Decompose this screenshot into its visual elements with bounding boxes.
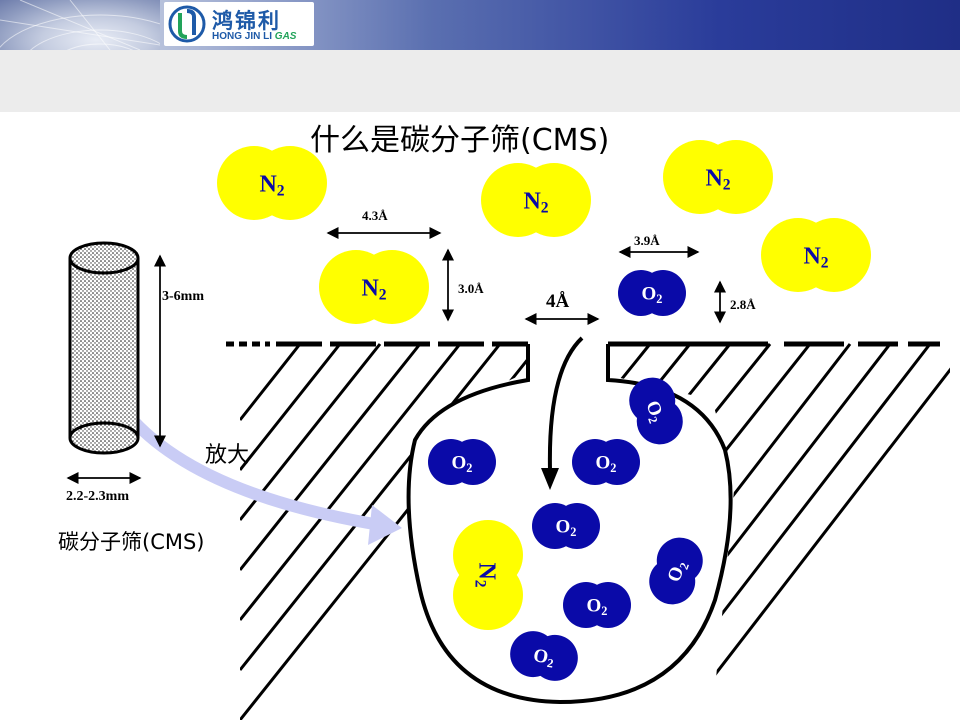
pore-width-label: 4Å — [546, 291, 570, 312]
logo-english-name: HONG JIN LI GAS — [212, 31, 296, 42]
n2-atom — [699, 140, 773, 214]
globe-graphic — [0, 0, 160, 50]
o2-formula-label: O2 — [596, 453, 617, 475]
n2-molecule: N2 — [663, 140, 773, 214]
n2-formula-label: N2 — [523, 188, 548, 216]
n2-formula-label: N2 — [471, 562, 499, 587]
magnify-arrow-head — [368, 505, 402, 545]
entry-arrow-shaft — [547, 336, 584, 471]
n2-atom — [453, 560, 523, 630]
o2-atom — [640, 270, 686, 316]
n2-atom — [517, 163, 591, 237]
o2-molecule: O2 — [428, 439, 496, 485]
o2-atom — [636, 398, 683, 445]
logo-gas-text: GAS — [274, 31, 297, 42]
n2-formula-label: N2 — [803, 243, 828, 271]
title-backdrop — [238, 112, 750, 152]
n2-molecule: N2 — [217, 146, 327, 220]
n2-molecule: N2 — [481, 163, 591, 237]
cms-pellet — [68, 241, 140, 455]
o2-molecule: O2 — [618, 270, 686, 316]
o2-width-label: 3.9Å — [634, 233, 660, 248]
o2-atom — [531, 634, 578, 681]
header-subbar — [0, 50, 960, 112]
company-logo-icon — [168, 5, 206, 43]
pellet-diameter-label: 2.2-2.3mm — [66, 489, 129, 504]
o2-atom — [450, 439, 496, 485]
globe-lines-icon — [0, 0, 160, 50]
logo-english-text: HONG JIN LI — [212, 31, 273, 42]
n2-formula-label: N2 — [361, 275, 386, 303]
o2-molecule: O2 — [532, 503, 600, 549]
o2-atom — [594, 439, 640, 485]
n2-molecule: N2 — [319, 250, 429, 324]
n2-molecule: N2 — [761, 218, 871, 292]
o2-atom — [585, 582, 631, 628]
o2-molecule: O2 — [629, 377, 683, 445]
n2-atom — [253, 146, 327, 220]
n2-formula-label: N2 — [259, 171, 284, 199]
o2-formula-label: O2 — [642, 284, 663, 306]
n2-molecule: N2 — [453, 520, 523, 630]
o2-formula-label: O2 — [556, 517, 577, 539]
o2-formula-label: O2 — [664, 558, 692, 585]
o2-atom — [554, 503, 600, 549]
header-banner: 鸿锦利 HONG JIN LI GAS — [0, 0, 960, 50]
n2-atom — [355, 250, 429, 324]
magnify-label: 放大 — [205, 443, 249, 468]
entry-arrow-head — [541, 468, 559, 490]
o2-formula-label: O2 — [531, 645, 556, 671]
n2-width-label: 4.3Å — [362, 208, 388, 223]
o2-height-label: 2.8Å — [730, 297, 756, 312]
pellet-caption: 碳分子筛(CMS) — [58, 530, 205, 554]
n2-height-label: 3.0Å — [458, 281, 484, 296]
n2-formula-label: N2 — [705, 165, 730, 193]
o2-atom — [656, 537, 703, 584]
o2-formula-label: O2 — [587, 596, 608, 618]
o2-formula-label: O2 — [452, 453, 473, 475]
o2-molecule: O2 — [572, 439, 640, 485]
o2-molecule: O2 — [563, 582, 631, 628]
slide-title: 什么是碳分子筛(CMS) — [310, 123, 609, 158]
o2-molecule: O2 — [510, 631, 578, 681]
n2-atom — [797, 218, 871, 292]
o2-formula-label: O2 — [640, 398, 668, 425]
logo-chinese-name: 鸿锦利 — [212, 9, 281, 33]
o2-molecule: O2 — [649, 537, 703, 605]
pellet-length-label: 3-6mm — [162, 289, 204, 304]
